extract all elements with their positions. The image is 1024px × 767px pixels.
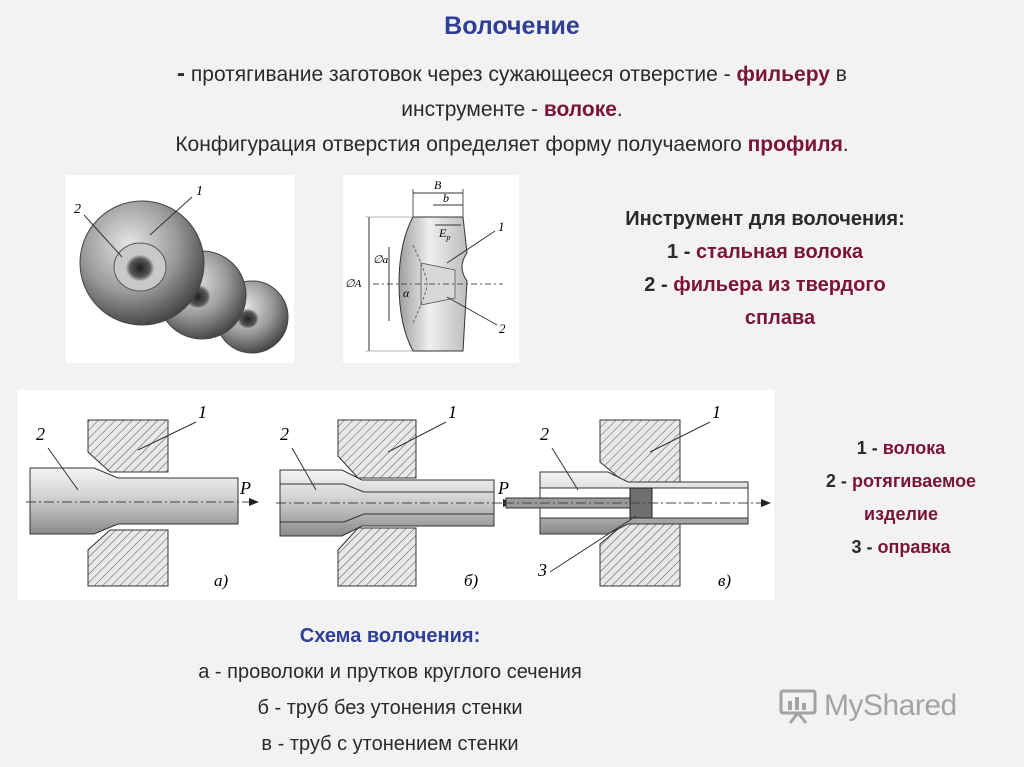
scheme-c-label-3: 3 — [537, 560, 547, 580]
tool-info-item-2-cont: сплава — [744, 307, 816, 329]
page-title: Волочение — [444, 12, 580, 40]
scheme-c: 1 2 3 в) — [504, 402, 771, 590]
scheme-a-label-2: 2 — [36, 424, 45, 444]
keyword-voloka: волоке — [543, 98, 617, 121]
intro-line-1-text: протягивание заготовок через сужающееся … — [190, 63, 731, 86]
small-die-bore — [237, 309, 259, 329]
scheme-a-caption: а) — [214, 571, 229, 590]
die-drawing-panel: B b Ep ∅A ∅a α 1 2 — [343, 175, 519, 363]
legend-item-2-cont: изделие — [864, 504, 938, 524]
intro-line-1: - протягивание заготовок через сужающеес… — [60, 56, 964, 92]
intro-dash: - — [177, 60, 186, 87]
logo-text: MyShared — [824, 689, 957, 722]
drawing-label-1: 1 — [498, 219, 505, 234]
keyword-filiera: фильеру — [736, 63, 830, 86]
die-drawing: B b Ep ∅A ∅a α 1 2 — [345, 178, 506, 352]
scheme-b-die-bottom — [337, 527, 417, 587]
intro-line-1-end: в — [835, 63, 847, 86]
scheme-description: Схема волочения: а - проволоки и прутков… — [110, 618, 670, 762]
scheme-c-label-2: 2 — [540, 424, 549, 444]
dim-A: ∅A — [345, 278, 362, 290]
angle-alpha: α — [403, 286, 410, 300]
dim-b: b — [443, 191, 449, 205]
scheme-a-wire — [29, 467, 239, 535]
legend-item-1: 1 - волока — [856, 438, 946, 458]
scheme-line-a: а - проволоки и прутков круглого сечения — [198, 661, 582, 683]
intro-line-2: инструменте - волоке. — [60, 92, 964, 127]
myshared-logo: MyShared — [778, 688, 957, 724]
intro-line-3: Конфигурация отверстия определяет форму … — [60, 127, 964, 162]
tool-info: Инструмент для волочения: 1 - стальная в… — [575, 203, 955, 335]
intro-line-3-text: Конфигурация отверстия определяет форму … — [175, 133, 742, 156]
presentation-board-icon — [779, 689, 817, 724]
scheme-b-label-2: 2 — [280, 424, 289, 444]
die-photo-panel: 1 2 — [66, 175, 294, 363]
dim-a: ∅a — [373, 254, 389, 266]
die-photo: 1 2 — [74, 184, 289, 354]
tool-info-item-2-text: фильера из твердого — [673, 274, 886, 296]
scheme-c-caption: в) — [718, 571, 731, 590]
tool-info-item-2: 2 - фильера из твердого — [644, 274, 886, 296]
scheme-b: P 1 2 б) — [276, 402, 513, 590]
tool-info-heading: Инструмент для волочения: — [625, 208, 905, 230]
schemes-drawing: P 1 2 а) P 1 2 б) — [26, 402, 771, 590]
keyword-profile: профиля — [747, 133, 843, 156]
scheme-a: P 1 2 а) — [26, 402, 259, 590]
scheme-b-die-top — [337, 419, 417, 479]
scheme-b-force: P — [497, 478, 509, 498]
scheme-title: Схема волочения: — [299, 625, 481, 647]
schemes-panel: P 1 2 а) P 1 2 б) — [18, 390, 774, 600]
dim-E: Ep — [438, 226, 450, 242]
tool-info-item-1-text: стальная волока — [695, 241, 863, 263]
scheme-c-die-bottom — [599, 523, 681, 587]
legend-item-2: 2 - ротягиваемое — [825, 471, 977, 491]
legend-item-3: 3 - оправка — [851, 537, 951, 557]
intro-line-2-text: инструменте - — [401, 98, 539, 121]
scheme-c-label-1: 1 — [712, 402, 721, 422]
scheme-a-force: P — [239, 478, 251, 498]
schemes-legend: 1 - волока 2 - ротягиваемое изделие 3 - … — [778, 432, 1024, 564]
photo-label-2: 2 — [74, 202, 81, 217]
scheme-line-c: в - труб с утонением стенки — [261, 733, 519, 755]
scheme-line-b: б - труб без утонения стенки — [257, 697, 523, 719]
scheme-c-die-top — [599, 419, 681, 483]
scheme-a-die-bottom — [87, 529, 169, 587]
large-die-bore — [126, 255, 154, 281]
scheme-b-label-1: 1 — [448, 402, 457, 422]
scheme-a-die-top — [87, 419, 169, 473]
photo-label-1: 1 — [196, 184, 203, 199]
tool-info-item-1: 1 - стальная волока — [667, 241, 863, 263]
drawing-label-2: 2 — [499, 321, 506, 336]
intro-text: - протягивание заготовок через сужающеес… — [60, 56, 964, 162]
scheme-a-label-1: 1 — [198, 402, 207, 422]
scheme-b-caption: б) — [464, 571, 479, 590]
dim-B: B — [434, 178, 442, 192]
intro-line-2-end: . — [616, 98, 623, 121]
intro-line-3-end: . — [842, 133, 849, 156]
